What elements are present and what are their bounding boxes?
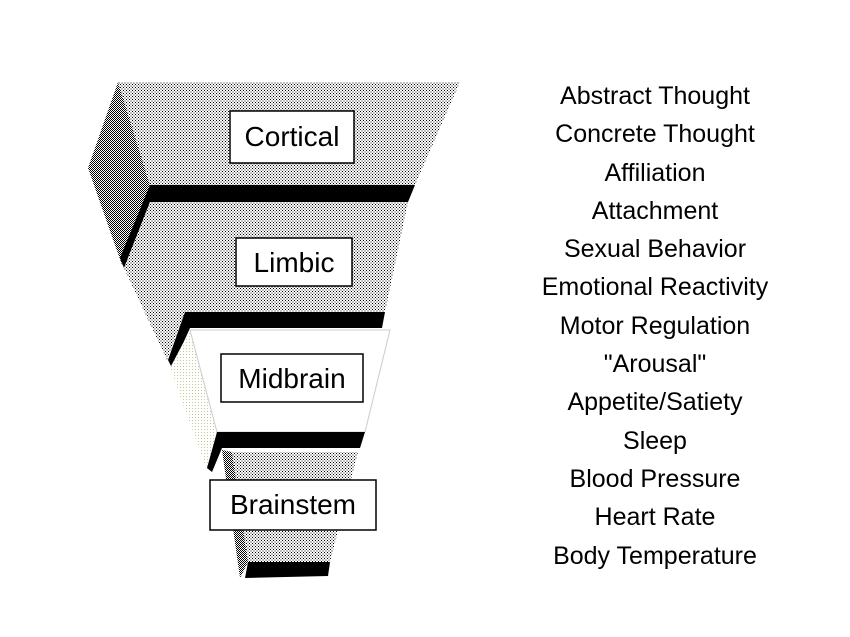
function-item: Emotional Reactivity (541, 273, 769, 302)
midbrain-label-box: Midbrain (220, 353, 364, 403)
function-item: Motor Regulation (559, 311, 751, 340)
cortical-label-box: Cortical (229, 110, 355, 164)
cortical-side-face (88, 82, 150, 265)
function-item: Heart Rate (594, 503, 716, 532)
brainstem-label: Brainstem (230, 489, 356, 520)
midbrain-label: Midbrain (238, 363, 345, 394)
cortical-label: Cortical (245, 121, 340, 152)
function-list: Abstract Thought Concrete Thought Affili… (510, 79, 800, 577)
midbrain-side-face (170, 330, 217, 470)
function-item: Sexual Behavior (563, 235, 747, 264)
cortical-bottom-ledge (120, 185, 415, 268)
limbic-bottom-ledge (168, 312, 385, 368)
limbic-side-face (124, 202, 185, 360)
function-item: Body Temperature (553, 541, 757, 570)
brainstem-label-box: Brainstem (209, 479, 377, 531)
function-item: Affiliation (604, 158, 706, 187)
function-item: Blood Pressure (569, 464, 741, 493)
function-item: Concrete Thought (555, 120, 755, 149)
limbic-label-box: Limbic (235, 237, 353, 287)
midbrain-bottom-ledge (207, 432, 365, 472)
function-item: Sleep (623, 426, 687, 455)
brainstem-bottom-ledge (245, 562, 330, 578)
function-item: Appetite/Satiety (567, 388, 743, 417)
function-item: Attachment (591, 196, 719, 225)
function-item: "Arousal" (603, 350, 707, 379)
limbic-label: Limbic (254, 247, 335, 278)
function-item: Abstract Thought (560, 82, 750, 110)
